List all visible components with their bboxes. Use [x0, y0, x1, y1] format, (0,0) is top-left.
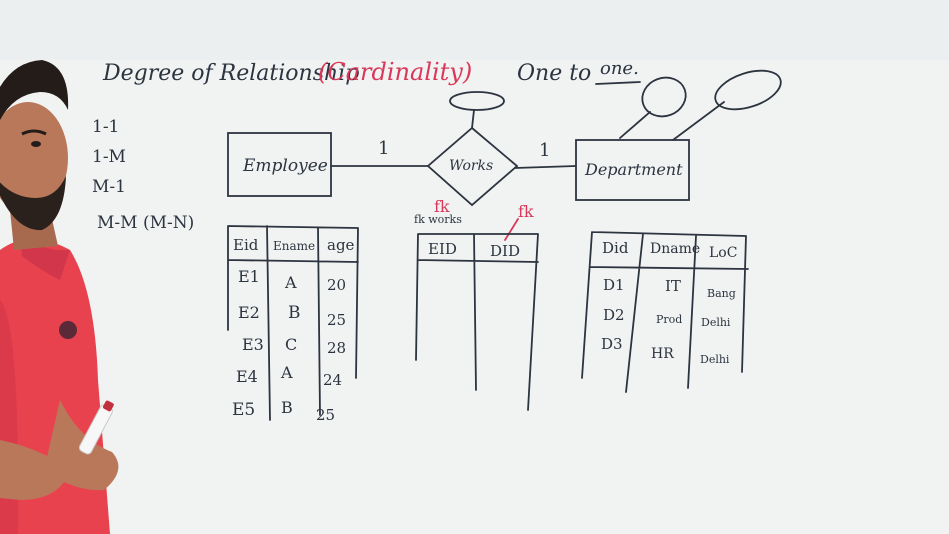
subtitle-one: one. — [600, 58, 639, 79]
works-fk-note: fk works — [414, 213, 462, 226]
emp-r2-ename: B — [288, 303, 301, 323]
employee-table: Eid Ename age E1 A 20 E2 B 25 E3 C 28 E4… — [227, 225, 359, 424]
dept-r2-dname: Prod — [656, 313, 682, 326]
department-table: Did Dname LoC D1 IT Bang D2 Prod Delhi D… — [581, 231, 749, 393]
dept-r1-dname: IT — [665, 277, 681, 295]
dept-r1-did: D1 — [603, 276, 625, 294]
emp-r1-ename: A — [284, 273, 297, 292]
shirt-logo — [59, 321, 77, 339]
subtitle-underline — [595, 81, 641, 85]
emp-r4-ename: A — [280, 363, 293, 382]
attribute-oval-dept-1 — [641, 76, 687, 118]
emp-r2-age: 25 — [327, 311, 346, 329]
entity-employee-label: Employee — [242, 156, 328, 176]
dept-col-dname: Dname — [650, 241, 700, 257]
presenter-hair — [0, 60, 69, 120]
emp-col-age: age — [327, 236, 355, 254]
dept-r1-loc: Bang — [707, 287, 736, 300]
cardinality-right: 1 — [539, 140, 550, 161]
emp-r1-eid: E1 — [238, 267, 260, 286]
emp-r5-ename: B — [281, 398, 293, 417]
works-col-did: DID — [490, 242, 520, 260]
emp-r2-eid: E2 — [238, 303, 260, 322]
dept-col-loc: LoC — [709, 245, 737, 261]
works-fk-label-2: fk — [518, 202, 534, 221]
entity-department-box — [575, 139, 690, 201]
presenter — [0, 60, 119, 534]
emp-r5-age: 25 — [316, 406, 335, 424]
emp-r1-age: 20 — [327, 276, 346, 294]
type-m-1: M-1 — [92, 177, 126, 197]
type-1-1: 1-1 — [92, 117, 119, 137]
emp-r3-age: 28 — [327, 339, 346, 357]
subtitle-prefix: One to — [517, 61, 591, 86]
works-col-eid: EID — [428, 240, 457, 258]
dept-r2-loc: Delhi — [701, 316, 731, 329]
works-fk-label-1: fk — [434, 197, 450, 216]
cardinality-left: 1 — [378, 138, 389, 159]
dept-r3-did: D3 — [601, 335, 623, 353]
type-m-n: M-M (M-N) — [97, 213, 194, 233]
type-1-m: 1-M — [92, 147, 126, 167]
dept-col-did: Did — [602, 239, 629, 257]
title-group: Degree of Relationship (Cardinality) One… — [102, 58, 641, 86]
marker-pen — [78, 400, 114, 455]
dept-r3-loc: Delhi — [700, 353, 730, 366]
title-text: Degree of Relationship — [102, 61, 359, 86]
relationship-works-label: Works — [449, 158, 493, 174]
entity-department-label: Department — [584, 160, 683, 179]
works-table: fk fk works fk EID DID — [414, 197, 539, 411]
emp-r5-eid: E5 — [232, 400, 255, 420]
emp-col-ename: Ename — [273, 239, 315, 253]
emp-r4-eid: E4 — [236, 367, 258, 386]
title-cardinality: (Cardinality) — [318, 58, 472, 86]
emp-col-eid: Eid — [233, 236, 259, 254]
emp-r3-ename: C — [285, 335, 297, 354]
attribute-oval-dept-2 — [714, 69, 782, 111]
entity-employee-box — [227, 132, 332, 197]
attribute-oval-works — [449, 91, 505, 111]
cardinality-types: 1-1 1-M M-1 M-M (M-N) — [92, 117, 194, 233]
relationship-works-diamond — [426, 126, 519, 207]
emp-r4-age: 24 — [323, 371, 342, 389]
dept-r3-dname: HR — [651, 346, 674, 362]
presenter-face — [0, 102, 68, 214]
presenter-beard — [0, 176, 66, 231]
er-diagram: Employee 1 1 Works Department — [227, 69, 782, 207]
dept-r2-did: D2 — [603, 306, 625, 324]
emp-r3-eid: E3 — [242, 335, 264, 354]
